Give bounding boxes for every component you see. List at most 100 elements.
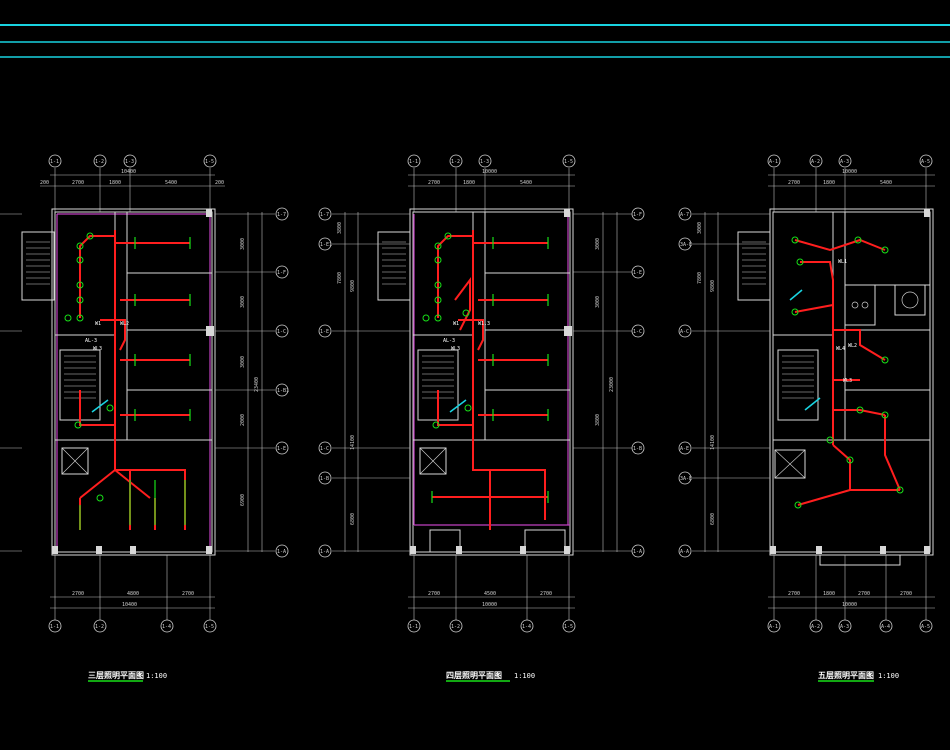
plan2-walls <box>377 208 574 556</box>
plan3-left-dimensions: A-7 3A-E A-C A-E 3A-E A-A 3000 9800 7800… <box>678 207 770 558</box>
axis-bubble: 1-1 <box>409 624 418 630</box>
axis-bubble: A-5 <box>921 159 930 165</box>
dimension: 2700 <box>72 591 84 597</box>
fixture-label: WL1 <box>838 259 847 265</box>
header-border-lines <box>0 24 950 58</box>
dimension: 1800 <box>823 591 835 597</box>
dimension: 9800 <box>710 280 716 292</box>
plan-scale: 1:100 <box>878 672 899 680</box>
axis-bubble: 1-C <box>633 329 642 335</box>
axis-bubble: 1-E <box>320 329 329 335</box>
dimension: 7800 <box>697 272 703 284</box>
plan-scale: 1:100 <box>514 672 535 680</box>
plan-fifth-floor: A-1 A-2 A-3 A-5 10000 2700 1800 5400 <box>678 154 935 682</box>
axis-bubble: 3A-E <box>680 476 692 482</box>
plan3-wiring: WL1 WL2 WL3 WL4 <box>789 236 904 509</box>
fixture-label: AL-3 <box>443 338 455 344</box>
dimension: 2700 <box>858 591 870 597</box>
fixture-label: W1.3 <box>478 321 490 327</box>
axis-bubble: 1-E <box>277 446 286 452</box>
dimension-total: 10000 <box>842 169 857 175</box>
dimension: 2700 <box>182 591 194 597</box>
axis-bubble: A-3 <box>840 624 849 630</box>
dimension-total: 10000 <box>482 169 497 175</box>
dimension: 4800 <box>127 591 139 597</box>
axis-bubble: 1-1 <box>50 159 59 165</box>
fixture-label: W1 <box>453 321 459 327</box>
axis-bubble: 1-5 <box>205 159 214 165</box>
axis-bubble: 1-1 <box>50 624 59 630</box>
axis-bubble: 1-2 <box>451 624 460 630</box>
axis-bubble: 1-A <box>320 549 329 555</box>
dimension: 5400 <box>165 180 177 186</box>
dimension-total: 10400 <box>122 602 137 608</box>
axis-bubble: 1-E <box>633 270 642 276</box>
plan1-bottom-axes: 2700 4800 2700 10400 1-1 1-2 1-4 1-5 <box>48 555 217 633</box>
axis-bubble: A-1 <box>769 624 778 630</box>
axis-bubble: A-2 <box>811 624 820 630</box>
dimension: 14100 <box>350 435 356 450</box>
axis-bubble: A-5 <box>921 624 930 630</box>
axis-bubble: A-E <box>680 446 689 452</box>
axis-bubble: 1-4 <box>162 624 171 630</box>
dimension: 2000 <box>240 414 246 426</box>
plan-third-floor: 1-1 1-2 1-3 1-5 10400 200 2700 1800 5400… <box>0 154 289 682</box>
axis-bubble: 1-7 <box>277 212 286 218</box>
dimension: 3800 <box>337 222 343 234</box>
axis-bubble: 1-1 <box>409 159 418 165</box>
dimension-total: 10400 <box>121 169 136 175</box>
plan2-left-dimensions: 1-7 1-E1 1-E 1-C 1-B 1-A 3800 9800 7800 … <box>318 207 410 558</box>
axis-bubble: A-3 <box>840 159 849 165</box>
plan1-right-dimensions: 3000 3000 3000 2000 6900 23400 1-7 1-F 1… <box>215 207 289 558</box>
axis-bubble: A-A <box>680 549 689 555</box>
axis-bubble: 1-B1 <box>277 388 289 394</box>
axis-bubble: 1-3 <box>480 159 489 165</box>
axis-bubble: 1-B <box>320 476 329 482</box>
axis-bubble: 1-2 <box>95 159 104 165</box>
dimension-total: 23000 <box>609 377 615 392</box>
fixture-label: WL3 <box>843 378 852 384</box>
dimension: 1800 <box>463 180 475 186</box>
plan3-title-block: 五层照明平面图 1:100 <box>818 671 899 682</box>
axis-bubble: A-1 <box>769 159 778 165</box>
plan2-wiring: W1 W1.3 AL-3 WL3 <box>422 230 549 530</box>
dimension: 3000 <box>240 356 246 368</box>
dimension: 7800 <box>337 272 343 284</box>
dimension: 3000 <box>240 238 246 250</box>
fixture-label: WL2 <box>120 321 129 327</box>
axis-bubble: 1-5 <box>564 624 573 630</box>
plan3-bottom-axes: 2700 1800 2700 2700 10000 A-1 A-2 A-3 A-… <box>767 555 935 633</box>
plan-fourth-floor: 1-1 1-2 1-3 1-5 10000 2700 1800 5400 <box>318 154 645 682</box>
axis-bubble: 1-B <box>633 446 642 452</box>
dimension: 2700 <box>428 180 440 186</box>
fixture-label: AL-3 <box>85 338 97 344</box>
dimension: 1800 <box>823 180 835 186</box>
axis-bubble: 1-A <box>277 549 286 555</box>
plan2-top-axes: 1-1 1-2 1-3 1-5 10000 2700 1800 5400 <box>407 154 576 212</box>
dimension: 200 <box>215 180 224 186</box>
axis-bubble: A-2 <box>811 159 820 165</box>
axis-bubble: 1-4 <box>522 624 531 630</box>
axis-bubble: 1-F <box>277 270 286 276</box>
dimension: 6900 <box>240 494 246 506</box>
dimension-total: 10000 <box>482 602 497 608</box>
plan-title: 五层照明平面图 <box>818 671 874 680</box>
plan-scale: 1:100 <box>146 672 167 680</box>
dimension: 2700 <box>788 180 800 186</box>
dimension: 2700 <box>540 591 552 597</box>
plan-title: 三层照明平面图 <box>88 671 144 680</box>
dimension: 3800 <box>595 414 601 426</box>
axis-bubble: A-7 <box>680 212 689 218</box>
dimension: 2700 <box>72 180 84 186</box>
plan2-title-block: 四层照明平面图 1:100 <box>446 671 535 682</box>
axis-bubble: A-C <box>680 329 689 335</box>
axis-bubble: 1-C <box>277 329 286 335</box>
fixture-label: W1 <box>95 321 101 327</box>
dimension: 1800 <box>109 180 121 186</box>
dimension: 9800 <box>350 280 356 292</box>
dimension: 2700 <box>428 591 440 597</box>
axis-bubble: 1-F <box>633 212 642 218</box>
fixture-label: WL3 <box>93 346 102 352</box>
dimension: 6800 <box>350 513 356 525</box>
